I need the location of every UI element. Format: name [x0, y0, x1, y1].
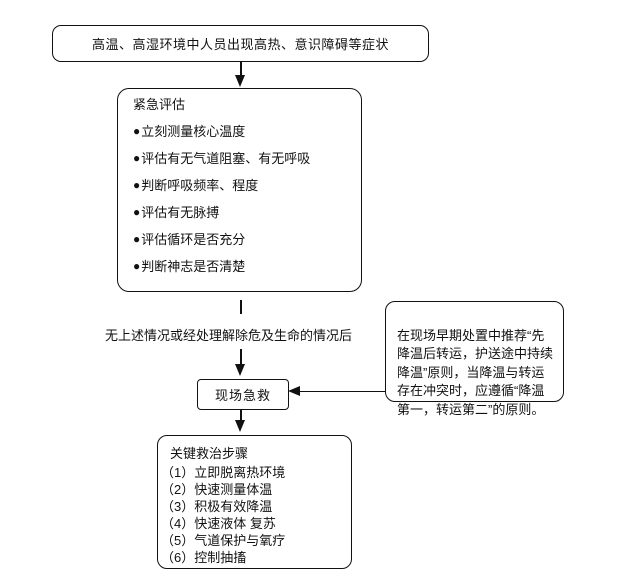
bullet-icon: ●: [133, 123, 141, 138]
treatment-step: （6）控制抽搐: [161, 550, 247, 565]
treatment-step: （5）气道保护与氧疗: [161, 533, 286, 548]
assessment-title: 紧急评估: [133, 97, 186, 112]
bullet-icon: ●: [133, 177, 141, 192]
principle-note-box: 在现场早期处置中推荐“先 降温后转运，护送途中持续 降温”原则，当降温与转运 存…: [385, 301, 564, 417]
treatment-step: （2）快速测量体温: [161, 482, 273, 497]
condition-text: 无上述情况或经处理解除危及生命的情况后: [105, 328, 353, 343]
bullet-icon: ●: [133, 231, 141, 246]
arrowhead-left-icon: [288, 385, 300, 396]
assessment-item-text: 立刻测量核心温度: [141, 124, 246, 139]
onsite-rescue-text: 现场急救: [214, 388, 271, 403]
assessment-item-text: 判断呼吸频率、程度: [141, 178, 259, 193]
assessment-item: ● 评估循环是否充分: [133, 225, 361, 252]
connector-line-middle: [240, 300, 242, 314]
assessment-item: ● 判断神志是否清楚: [133, 252, 361, 279]
treatment-step: （4）快速液体 复苏: [161, 516, 276, 531]
treatment-step: （3）积极有效降温: [161, 499, 273, 514]
assessment-item-text: 评估有无气道阻塞、有无呼吸: [141, 151, 311, 166]
principle-note-text: 在现场早期处置中推荐“先 降温后转运，护送途中持续 降温”原则，当降温与转运 存…: [397, 327, 554, 417]
symptom-box: 高温、高湿环境中人员出现高热、意识障碍等症状: [52, 25, 429, 62]
treatment-step: （1）立即脱离热环境: [161, 465, 286, 480]
assessment-item: ● 立刻测量核心温度: [133, 117, 361, 144]
arrowhead-down-3-icon: [235, 420, 245, 432]
assessment-item-text: 评估循环是否充分: [141, 232, 246, 247]
connector-line-top: [240, 62, 242, 76]
bullet-icon: ●: [133, 150, 141, 165]
bullet-icon: ●: [133, 204, 141, 219]
symptom-text: 高温、高湿环境中人员出现高热、意识障碍等症状: [91, 37, 389, 52]
connector-line-to-rescue: [240, 349, 242, 365]
assessment-box: 紧急评估 ● 立刻测量核心温度 ● 评估有无气道阻塞、有无呼吸 ● 判断呼吸频率…: [117, 88, 362, 292]
treatment-steps-title: 关键救治步骤: [170, 446, 249, 461]
assessment-item: ● 判断呼吸频率、程度: [133, 171, 361, 198]
connector-line-to-steps: [240, 409, 242, 422]
assessment-item-text: 判断神志是否清楚: [141, 259, 246, 274]
onsite-rescue-box: 现场急救: [197, 379, 289, 410]
assessment-item-text: 评估有无脉搏: [141, 205, 220, 220]
treatment-steps-box: 关键救治步骤 （1）立即脱离热环境 （2）快速测量体温 （3）积极有效降温 （4…: [157, 435, 352, 569]
arrowhead-down-1-icon: [235, 75, 245, 87]
assessment-item: ● 评估有无气道阻塞、有无呼吸: [133, 144, 361, 171]
bullet-icon: ●: [133, 258, 141, 273]
arrowhead-down-2-icon: [235, 364, 245, 376]
connector-line-note: [300, 390, 385, 392]
assessment-item: ● 评估有无脉搏: [133, 198, 361, 225]
